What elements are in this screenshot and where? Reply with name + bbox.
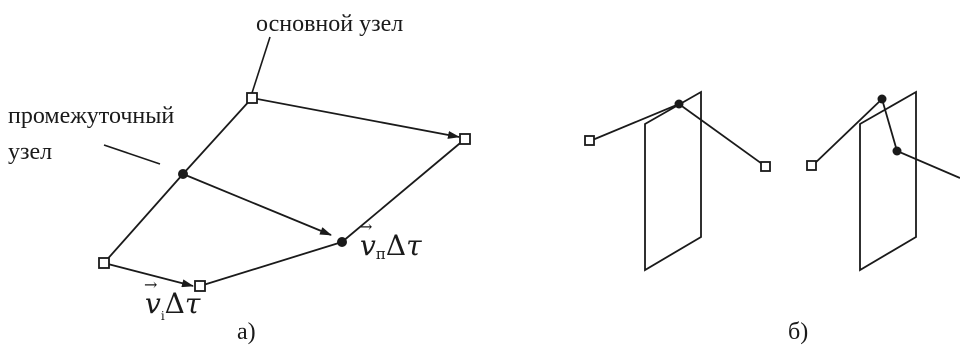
wall-plane-right <box>859 90 917 272</box>
mesh-edge-left <box>103 173 184 264</box>
intermediate-node-lower <box>337 237 347 247</box>
main-node-label: основной узел <box>256 11 404 37</box>
mesh-edge-bottom-right <box>199 241 343 287</box>
velocity-label-intermediate: vпΔτ <box>359 219 422 263</box>
leader-line-main-node <box>251 36 271 94</box>
tau-symbol-i: τ <box>184 287 201 320</box>
element1-intermediate-node <box>674 99 684 109</box>
leader-line-intermediate-node <box>103 144 161 165</box>
element-over-wall <box>589 102 766 167</box>
caption-b: б) <box>788 319 809 345</box>
main-node-left <box>98 257 110 269</box>
element-split <box>811 97 960 179</box>
main-node-right <box>459 133 471 145</box>
panel-b <box>584 90 960 272</box>
tau-symbol-p: τ <box>406 229 422 262</box>
element1-main-node-left <box>584 135 595 146</box>
caption-a: а) <box>237 319 256 345</box>
vector-v-main: v <box>144 277 161 318</box>
velocity-label-main: viΔτ <box>144 277 201 323</box>
main-node-top <box>246 92 258 104</box>
intermediate-node-label-line1: промежуточный <box>8 103 175 129</box>
intermediate-node-label-line2: узел <box>8 139 53 165</box>
element1-main-node-right <box>760 161 771 172</box>
velocity-arrow-main-top <box>251 97 460 139</box>
element2-main-node-left <box>806 160 817 171</box>
subscript-i: i <box>160 309 165 323</box>
velocity-arrow-intermediate <box>182 173 332 236</box>
vector-v-intermediate: v <box>359 219 376 260</box>
mesh-edge-top <box>182 97 253 175</box>
subscript-p: п <box>375 245 386 263</box>
wall-plane-left <box>644 90 702 272</box>
element2-intermediate-node-mid <box>892 146 902 156</box>
main-node-bottom <box>194 280 206 292</box>
element2-intermediate-node-top <box>877 94 887 104</box>
intermediate-node-upper <box>178 169 188 179</box>
delta-symbol-i: Δ <box>164 287 185 320</box>
delta-symbol-p: Δ <box>385 229 407 262</box>
